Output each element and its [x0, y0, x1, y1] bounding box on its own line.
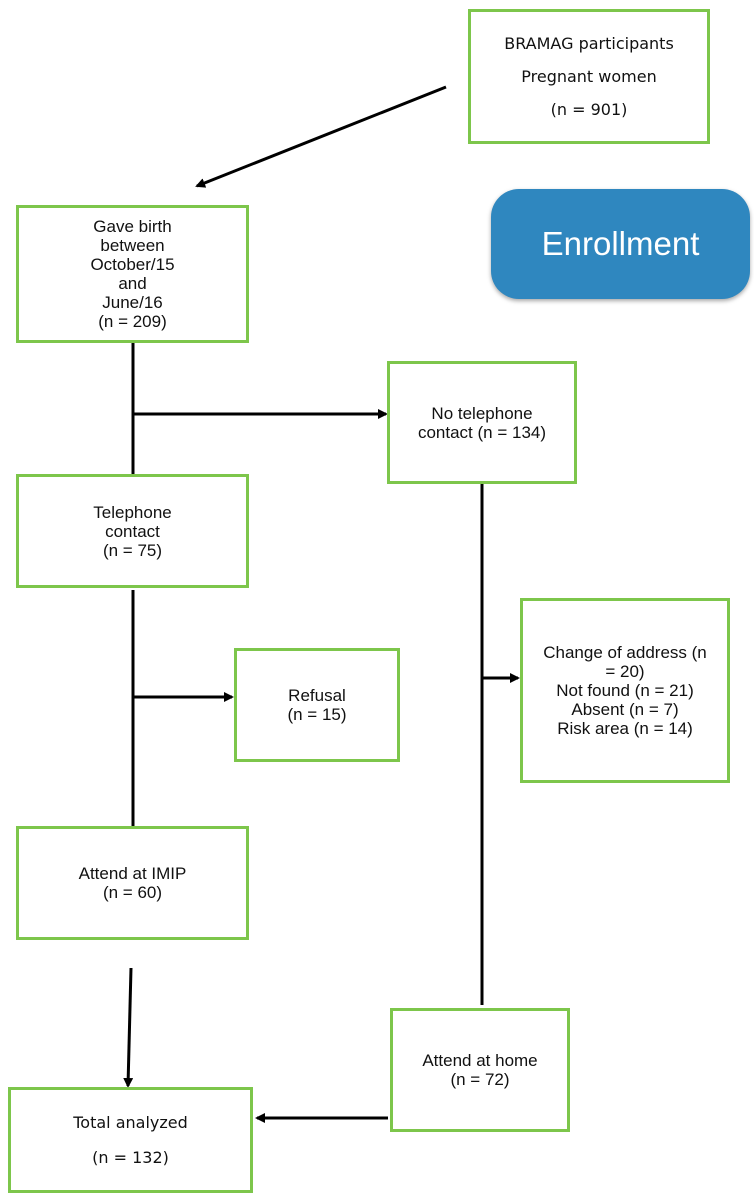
gave-birth-line-6: (n = 209)	[98, 312, 167, 331]
arrow-imip-to-total	[123, 967, 134, 1088]
participants-line-2: Pregnant women	[521, 67, 657, 86]
no-telephone-box: No telephone contact (n = 134)	[387, 361, 577, 484]
arrow-participants-to-birth	[195, 85, 447, 188]
refusal-line-2: (n = 15)	[287, 705, 347, 724]
attend-home-box: Attend at home (n = 72)	[390, 1008, 570, 1132]
gave-birth-line-4: and	[118, 274, 147, 293]
reasons-line-3: Not found (n = 21)	[556, 681, 694, 700]
attend-imip-box: Attend at IMIP (n = 60)	[16, 826, 249, 940]
telephone-line-2: contact	[105, 521, 160, 541]
attend-home-line-1: Attend at home	[422, 1051, 538, 1070]
gave-birth-line-5: June/16	[102, 293, 163, 312]
attend-imip-line-2: (n = 60)	[102, 883, 163, 902]
refusal-box: Refusal (n = 15)	[234, 648, 400, 762]
attend-home-line-2: (n = 72)	[450, 1070, 510, 1089]
total-line-2: (n = 132)	[92, 1148, 169, 1167]
no-telephone-line-1: No telephone	[431, 403, 533, 423]
reasons-line-5: Risk area (n = 14)	[557, 719, 693, 738]
telephone-line-1: Telephone	[93, 502, 172, 522]
total-analyzed-box: Total analyzed (n = 132)	[8, 1087, 253, 1193]
attend-imip-line-1: Attend at IMIP	[78, 864, 187, 883]
participants-line-1: BRAMAG participants	[504, 34, 674, 53]
gave-birth-box: Gave birth between October/15 and June/1…	[16, 205, 249, 343]
refusal-line-1: Refusal	[288, 686, 346, 705]
reasons-line-2: = 20)	[605, 662, 645, 681]
reasons-box: Change of address (n = 20) Not found (n …	[520, 598, 730, 783]
telephone-box: Telephone contact (n = 75)	[16, 474, 249, 588]
no-telephone-line-2: contact (n = 134)	[417, 422, 547, 442]
reasons-line-1: Change of address (n	[543, 643, 707, 662]
enrollment-badge: Enrollment	[491, 189, 750, 299]
gave-birth-line-3: October/15	[90, 255, 175, 274]
gave-birth-line-1: Gave birth	[93, 217, 172, 236]
total-line-1: Total analyzed	[73, 1113, 188, 1132]
telephone-line-3: (n = 75)	[102, 540, 163, 560]
participants-box: BRAMAG participants Pregnant women (n = …	[468, 9, 710, 144]
gave-birth-line-2: between	[100, 236, 165, 255]
reasons-line-4: Absent (n = 7)	[571, 700, 679, 719]
participants-line-3: (n = 901)	[550, 100, 628, 119]
